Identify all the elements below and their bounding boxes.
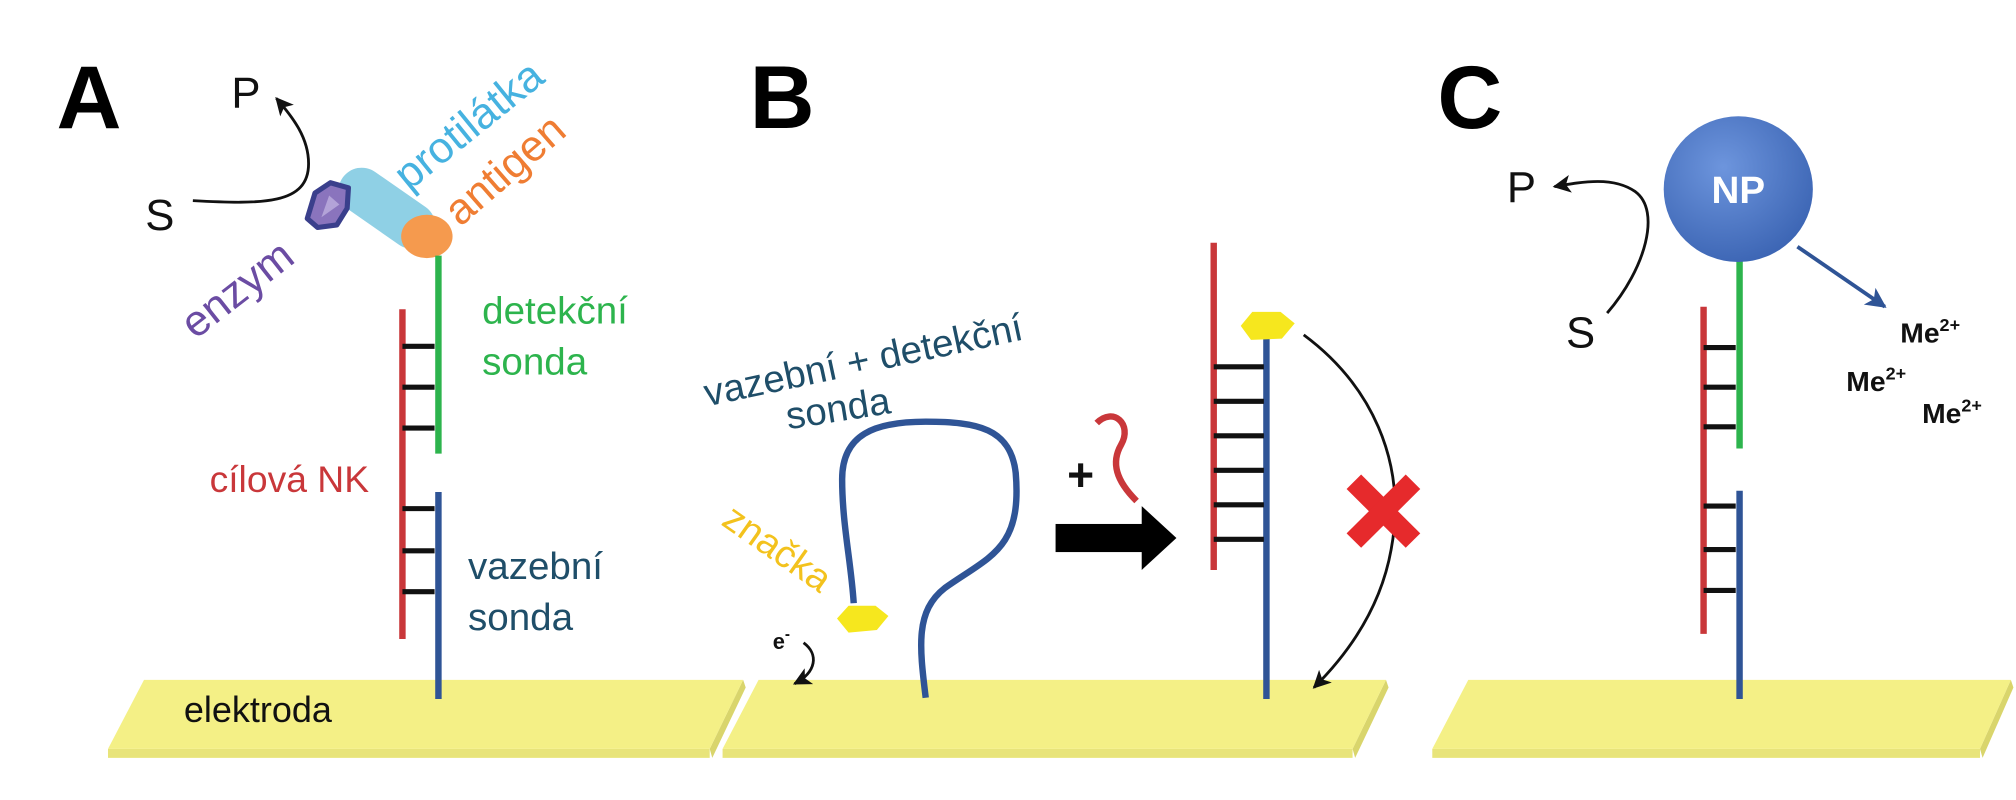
metal-ion-label: Me2+	[1846, 364, 1906, 397]
electrode-b	[722, 679, 1389, 758]
metal-ion-label: Me2+	[1922, 396, 1982, 429]
redox-tag-closed	[837, 605, 889, 633]
metal-ion-charge: 2+	[1940, 315, 1961, 335]
base-pairs-a	[402, 343, 435, 595]
reaction-arrow-icon	[1055, 506, 1177, 570]
panel-label-a: A	[57, 48, 122, 148]
reaction-arrow-shaft	[1055, 523, 1146, 553]
electrode-surface	[1432, 679, 2011, 749]
ion-release-arrow	[1796, 245, 1887, 309]
electrode-a	[108, 679, 746, 758]
electrode-surface	[108, 679, 744, 749]
panel-a: A elektroda P S protilátka antigen enzym	[57, 48, 746, 758]
electrode-side	[1352, 679, 1389, 758]
plus-sign: +	[1067, 449, 1094, 501]
cross-stroke	[1346, 474, 1421, 548]
substrate-label-c: S	[1566, 310, 1595, 358]
electron-transfer-arrow	[792, 641, 815, 685]
electron-charge: -	[785, 626, 790, 643]
enzyme-label: enzym	[172, 231, 303, 347]
target-label: cílová NK	[210, 458, 370, 500]
panel-label-b: B	[750, 48, 815, 148]
metal-ion-charge: 2+	[1886, 364, 1907, 384]
electrode-surface	[722, 679, 1386, 749]
electrode-edge	[1432, 748, 1980, 758]
detection-probe-label-line2: sonda	[482, 341, 588, 384]
capture-probe-label-line2: sonda	[468, 596, 574, 639]
nanoparticle-label: NP	[1712, 169, 1766, 212]
antigen-shape	[401, 214, 453, 259]
capture-probe-label-line1: vazební	[468, 545, 603, 588]
panel-c: C P S NP Me2+ Me2+ Me2+	[1432, 48, 2014, 758]
target-strand-free	[1094, 413, 1139, 504]
tag-label: značka	[715, 496, 840, 601]
enzyme-active-site	[321, 195, 340, 218]
electron-label: e-	[773, 626, 790, 654]
electrode-side	[1980, 679, 2014, 758]
metal-ion-label: Me2+	[1900, 315, 1960, 348]
product-label-a: P	[231, 69, 260, 117]
panel-label-c: C	[1437, 48, 1502, 148]
hairpin-probe-strand	[838, 418, 1020, 699]
electrode-label: elektroda	[184, 690, 332, 730]
metal-ion-symbol: Me	[1900, 317, 1939, 349]
product-label-c: P	[1507, 164, 1536, 212]
blocked-cross-icon	[1346, 474, 1421, 548]
base-pairs-b	[1213, 364, 1264, 542]
reaction-arrow-a	[192, 97, 310, 204]
nanoparticle-shape	[1663, 116, 1813, 262]
panel-b: B vazební + detekční sonda značka e- +	[700, 48, 1421, 758]
redox-tag-open	[1240, 311, 1295, 340]
metal-ion-symbol: Me	[1922, 397, 1961, 429]
detection-probe-label-line1: detekční	[482, 289, 628, 332]
electrode-edge	[108, 748, 710, 758]
metal-ion-charge: 2+	[1961, 396, 1982, 416]
substrate-label-a: S	[145, 192, 174, 240]
reaction-arrow-c	[1552, 175, 1650, 315]
base-pairs-c	[1703, 345, 1736, 593]
metal-ion-symbol: Me	[1846, 365, 1885, 397]
electron-symbol: e	[773, 629, 785, 654]
electrode-side	[709, 679, 746, 758]
electrode-edge	[722, 748, 1353, 758]
electrode-c	[1432, 679, 2014, 758]
reaction-arrow-head	[1141, 506, 1177, 570]
